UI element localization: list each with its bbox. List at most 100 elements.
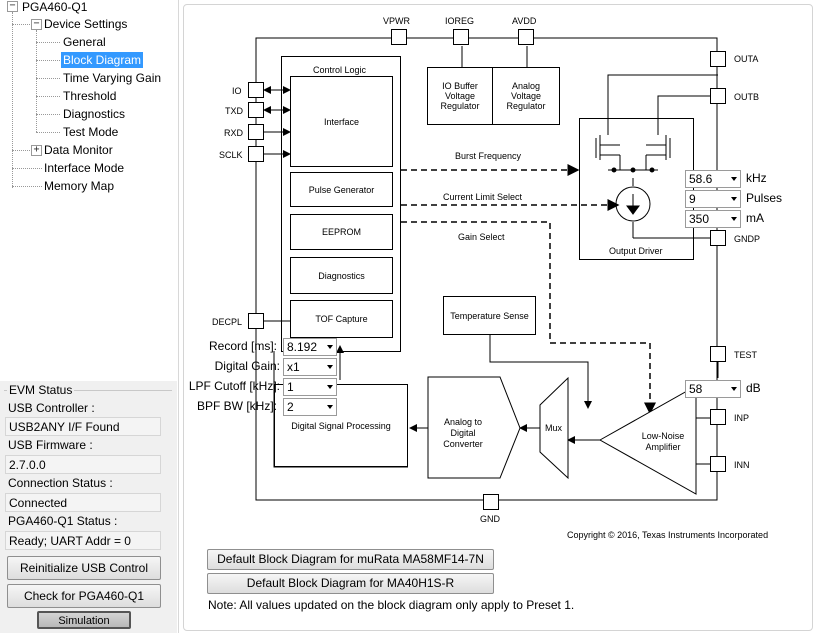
bpf-bw-value: 2	[287, 400, 294, 414]
tree-data-monitor[interactable]: Data Monitor	[44, 143, 113, 157]
usb-controller-value: USB2ANY I/F Found	[5, 417, 161, 436]
txd-label: TXD	[225, 106, 243, 116]
outb-label: OUTB	[734, 92, 760, 102]
outb-pin	[710, 88, 726, 104]
chevron-down-icon	[731, 387, 737, 391]
preset-note: Note: All values updated on the block di…	[208, 598, 575, 612]
chevron-down-icon	[731, 217, 737, 221]
avdd-pin	[518, 29, 534, 45]
pulses-select[interactable]: 9	[685, 190, 741, 208]
temperature-sense-block: Temperature Sense	[443, 296, 536, 335]
inn-label: INN	[734, 460, 750, 470]
io-buffer-regulator-block: IO Buffer Voltage Regulator	[427, 67, 493, 125]
inp-label: INP	[734, 413, 750, 423]
inn-pin	[710, 456, 726, 472]
reinitialize-usb-button[interactable]: Reinitialize USB Control	[7, 556, 161, 580]
bpf-bw-label: BPF BW [kHz]:	[196, 399, 277, 413]
dsp-block: Digital Signal Processing	[274, 384, 408, 467]
lna-label: Low-Noise Amplifier	[641, 431, 685, 452]
check-device-button[interactable]: Check for PGA460-Q1	[7, 584, 161, 608]
frequency-unit: kHz	[746, 171, 767, 185]
collapse-icon[interactable]: −	[7, 1, 18, 12]
device-status-value: Ready; UART Addr = 0	[5, 531, 161, 550]
gain-unit: dB	[746, 381, 761, 395]
chevron-down-icon	[327, 365, 333, 369]
lpf-cutoff-label: LPF Cutoff [kHz]:	[188, 379, 280, 393]
control-logic-label: Control Logic	[313, 65, 367, 75]
outa-pin	[710, 51, 726, 67]
pulse-generator-block: Pulse Generator	[290, 172, 393, 207]
record-value: 8.192	[287, 340, 318, 354]
output-driver-label: Output Driver	[609, 246, 663, 256]
txd-pin	[248, 102, 264, 118]
evm-status-panel: EVM Status USB Controller : USB2ANY I/F …	[0, 381, 177, 633]
usb-firmware-value: 2.7.0.0	[5, 455, 161, 474]
gndp-label: GNDP	[734, 234, 761, 244]
chevron-down-icon	[731, 197, 737, 201]
sclk-label: SCLK	[219, 150, 243, 160]
evm-status-title: EVM Status	[7, 383, 75, 397]
tree-threshold[interactable]: Threshold	[63, 89, 117, 103]
ioreg-label: IOREG	[445, 16, 475, 26]
usb-firmware-label: USB Firmware :	[8, 438, 93, 452]
gndp-pin	[710, 230, 726, 246]
test-label: TEST	[734, 350, 758, 360]
digital-gain-value: x1	[287, 360, 300, 374]
interface-block: Interface	[290, 76, 393, 167]
burst-frequency-label: Burst Frequency	[455, 151, 522, 161]
output-driver-block	[579, 118, 694, 260]
gain-select[interactable]: 58	[685, 380, 741, 398]
simulation-button[interactable]: Simulation	[37, 611, 131, 629]
tree-root[interactable]: PGA460-Q1	[22, 0, 88, 14]
burst-frequency-select[interactable]: 58.6	[685, 170, 741, 188]
ioreg-pin	[453, 29, 469, 45]
usb-controller-label: USB Controller :	[8, 401, 95, 415]
current-unit: mA	[746, 211, 764, 225]
eeprom-block: EEPROM	[290, 214, 393, 250]
tree-interface-mode[interactable]: Interface Mode	[44, 161, 125, 175]
digital-gain-select[interactable]: x1	[283, 358, 337, 376]
tree-diagnostics[interactable]: Diagnostics	[63, 107, 126, 121]
record-label: Record [ms]:	[208, 339, 277, 353]
tree-general[interactable]: General	[63, 35, 106, 49]
io-label: IO	[232, 86, 242, 96]
connection-status-value: Connected	[5, 493, 161, 512]
chevron-down-icon	[327, 405, 333, 409]
record-select[interactable]: 8.192	[283, 338, 337, 356]
outa-label: OUTA	[734, 54, 759, 64]
current-limit-select-label: Current Limit Select	[443, 192, 523, 202]
tree-device-settings[interactable]: Device Settings	[44, 17, 128, 31]
copyright-text: Copyright © 2016, Texas Instruments Inco…	[567, 530, 769, 540]
gnd-label: GND	[480, 514, 500, 524]
sclk-pin	[248, 146, 264, 162]
tree-time-varying-gain[interactable]: Time Varying Gain	[63, 71, 162, 85]
burst-frequency-value: 58.6	[689, 172, 713, 186]
tree-block-diagram[interactable]: Block Diagram	[61, 52, 144, 68]
tree-memory-map[interactable]: Memory Map	[44, 179, 115, 193]
gnd-pin	[483, 494, 499, 510]
chevron-down-icon	[327, 385, 333, 389]
io-pin	[248, 82, 264, 98]
tree-test-mode[interactable]: Test Mode	[63, 125, 119, 139]
mux-label: Mux	[545, 423, 563, 433]
analog-regulator-block: Analog Voltage Regulator	[492, 67, 560, 125]
decpl-pin	[248, 313, 264, 329]
gain-value: 58	[689, 382, 703, 396]
default-murata-button[interactable]: Default Block Diagram for muRata MA58MF1…	[207, 549, 494, 570]
test-pin	[710, 346, 726, 362]
collapse-icon[interactable]: −	[31, 19, 42, 30]
avdd-label: AVDD	[512, 16, 537, 26]
lpf-cutoff-select[interactable]: 1	[283, 378, 337, 396]
chevron-down-icon	[327, 345, 333, 349]
expand-icon[interactable]: +	[31, 145, 42, 156]
lpf-cutoff-value: 1	[287, 380, 294, 394]
connection-status-label: Connection Status :	[8, 476, 113, 490]
default-ma40-button[interactable]: Default Block Diagram for MA40H1S-R	[207, 573, 494, 594]
pulses-value: 9	[689, 192, 696, 206]
adc-label: Analog to Digital Converter	[443, 417, 483, 449]
current-limit-select[interactable]: 350	[685, 210, 741, 228]
bpf-bw-select[interactable]: 2	[283, 398, 337, 416]
diagnostics-block: Diagnostics	[290, 257, 393, 294]
pulses-unit: Pulses	[746, 191, 783, 205]
digital-gain-label: Digital Gain:	[214, 359, 280, 373]
